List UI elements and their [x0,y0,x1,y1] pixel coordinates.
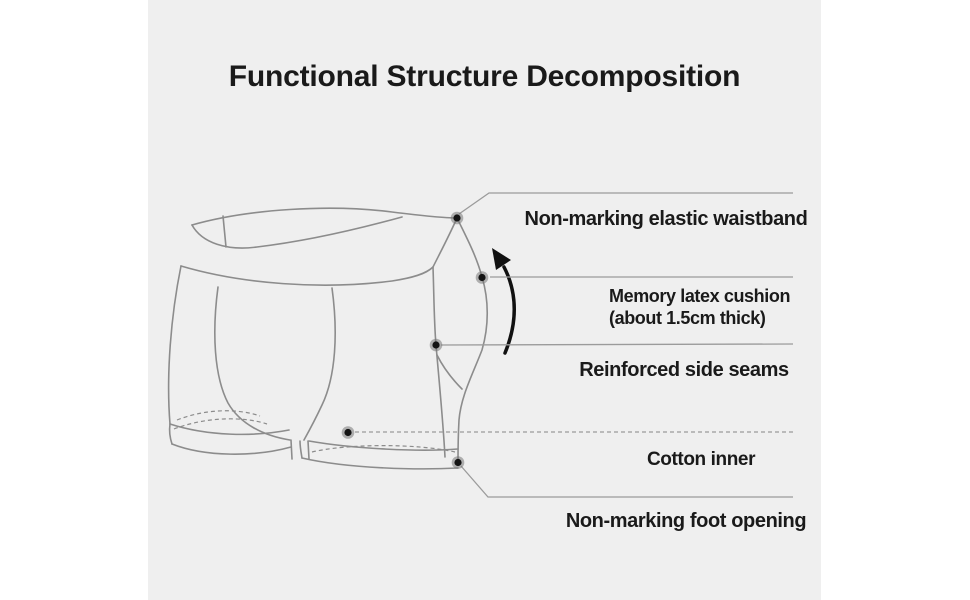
diagram-panel [148,0,821,600]
callout-label-side-seams: Reinforced side seams [579,359,789,381]
marker-dots [341,211,489,469]
callout-label-cushion: Memory latex cushion (about 1.5cm thick) [609,285,790,329]
waistband-right-edge [432,217,458,268]
page-title: Functional Structure Decomposition [228,60,741,93]
callout-label-cotton: Cotton inner [646,449,756,470]
curved-up-arrow-icon [492,248,516,355]
left-hem-edge [168,423,173,445]
waistband-top-edge [191,207,458,226]
left-leg-opening-dashed-rim [176,410,261,421]
callout-label-cushion-line2: (about 1.5cm thick) [609,308,766,328]
side-seam-branch [436,354,463,390]
marker-dot-side-seams [429,338,443,352]
waistband-inner-edge [191,216,403,249]
marker-dot-foot [451,456,465,469]
pouch-left-seam [214,286,291,441]
left-side-edge [167,265,182,425]
callout-label-waistband: Non-marking elastic waistband [524,208,808,230]
marker-dot-cushion [475,271,489,284]
waistband-bottom-edge [180,265,434,286]
pouch-right-seam [303,287,336,441]
leader-lines [355,192,794,498]
leader-line-waistband [458,192,793,215]
crotch-seam-left [290,439,293,460]
left-leg-opening-dashed-rim-2 [173,418,268,430]
crotch-seam-right [307,440,310,460]
waistband-left-seam [222,215,227,248]
leader-line-side-seams [440,343,794,346]
callout-label-foot: Non-marking foot opening [565,510,807,532]
boxer-briefs-outline [167,207,488,470]
right-hem-left-edge [299,440,303,459]
side-seam-line [432,266,446,458]
marker-dot-cotton [341,426,355,439]
right-hem-top [308,440,459,451]
left-hem-top [169,423,290,436]
leader-line-foot [460,465,793,498]
marker-dot-waistband [450,211,464,225]
left-hem-bottom [171,443,292,455]
back-edge [456,217,488,463]
right-hem-bottom [301,457,459,470]
callout-label-cushion-line1: Memory latex cushion [609,286,791,306]
right-leg-opening-dashed-rim [311,445,456,453]
